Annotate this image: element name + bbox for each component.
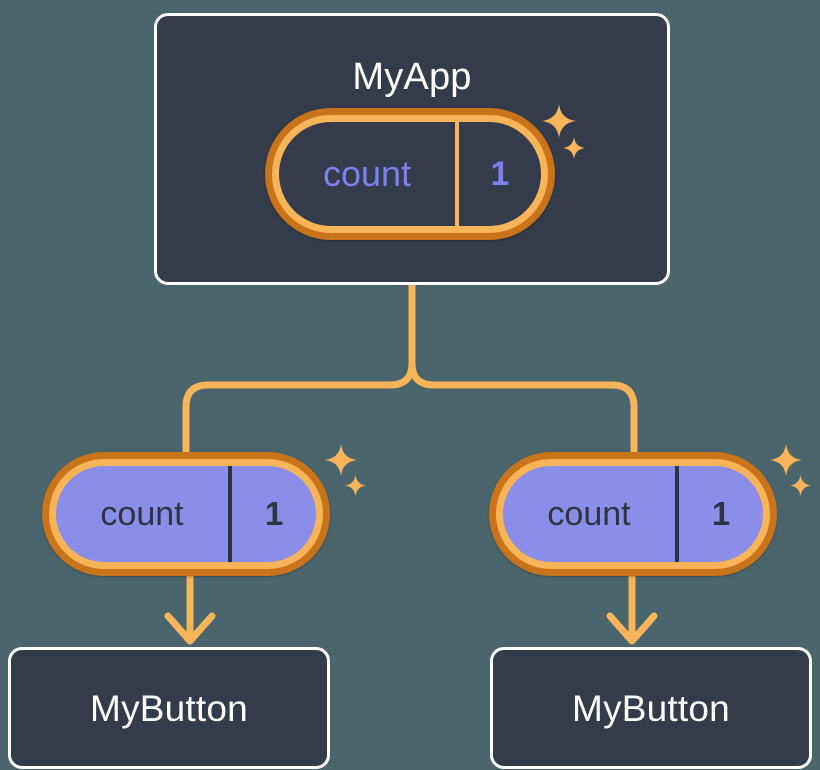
page-title: MyApp [352,56,472,98]
state-pill-inner: count 1 [496,459,770,569]
state-value-label: 1 [264,495,284,532]
sparkle-four-point-icon [325,444,357,476]
state-value-label: 1 [711,495,731,532]
state-pill-inner: count 1 [272,115,548,233]
sparkle-four-point-small-icon [563,137,585,159]
sparkle-four-point-icon [770,444,802,476]
component-node-mybutton-left[interactable]: MyButton [8,647,330,769]
state-pill-child-left[interactable]: count 1 [42,452,330,576]
state-pill-divider [675,466,679,562]
state-value-label: 1 [490,154,510,193]
state-pill-divider [228,466,232,562]
wire-branch-left [182,359,416,456]
arrow-down-icon-left [164,572,216,645]
component-node-mybutton-right[interactable]: MyButton [490,647,812,769]
state-key-label: count [322,153,412,194]
state-pill-myapp[interactable]: count 1 [265,108,555,240]
state-pill-inner: count 1 [49,459,323,569]
state-key-label: count [100,494,184,533]
sparkle-four-point-icon [542,104,576,138]
arrow-down-icon-right [606,572,658,645]
wire-branch-right [408,359,638,456]
sparkle-four-point-small-icon [345,475,366,496]
state-pill-child-right[interactable]: count 1 [489,452,777,576]
state-key-label: count [547,494,631,533]
component-label: MyButton [572,688,730,729]
sparkle-four-point-small-icon [790,475,811,496]
component-label: MyButton [90,688,248,729]
state-pill-divider [455,122,459,226]
